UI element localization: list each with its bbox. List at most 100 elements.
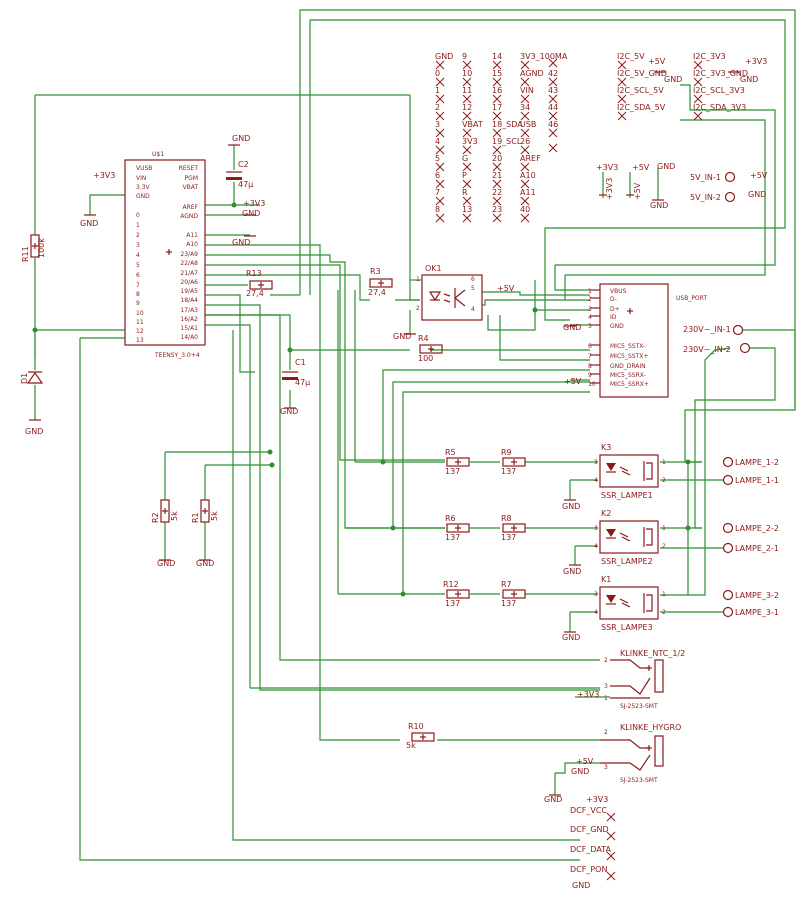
connector-pad <box>722 474 734 486</box>
teensy-right-pins: RESETPGMVBATAREFAGNDA11A1023/A922/A821/A… <box>179 165 199 341</box>
gnd-label: GND <box>242 209 260 218</box>
pad-x-mark <box>435 145 445 155</box>
pad-x-mark <box>520 77 530 87</box>
svg-text:2: 2 <box>604 657 608 664</box>
pad-label: 19_SCL <box>492 137 522 146</box>
teensy-pin-left: 6 <box>136 272 140 279</box>
pad-x-mark <box>462 77 472 87</box>
gnd-label: GND <box>562 502 580 511</box>
pad-x-mark <box>435 128 445 138</box>
power-label: +3V3 <box>93 171 115 180</box>
ssr-value: SSR_LAMPE3 <box>601 623 653 632</box>
pad-x-mark <box>606 831 616 841</box>
horizontal-resistors: R1327,4R327,4R4100R5137R9137R6137R8137R1… <box>246 267 526 750</box>
diode-d1: D1 <box>20 371 44 384</box>
pad-x-mark <box>462 196 472 206</box>
svg-text:D1: D1 <box>20 373 29 384</box>
svg-text:47µ: 47µ <box>238 180 253 189</box>
pad-label: 4 <box>435 137 440 146</box>
svg-text:5: 5 <box>471 285 475 292</box>
i2c-pad-label: I2C_3V3 <box>693 52 726 61</box>
pad-x-mark <box>492 60 502 70</box>
pad-x-mark <box>462 128 472 138</box>
resistor-r11: R11 100k <box>21 234 46 262</box>
pad-x-mark <box>617 60 627 70</box>
resistor-name: R10 <box>408 722 424 731</box>
teensy-pin-right: AREF <box>182 204 198 211</box>
resistor-value: 27,4 <box>368 288 386 297</box>
dcf-pin-label: DCF_GND <box>570 825 609 834</box>
teensy-pin-right: 20/A6 <box>180 279 198 286</box>
teensy-pin-right: 15/A1 <box>180 325 198 332</box>
resistor-name: R7 <box>501 580 512 589</box>
svg-text:C1: C1 <box>295 358 306 367</box>
usb-port: USB_PORT VBUS1D-2D+3ID4GND5MIC5_SSTX-6MI… <box>588 283 707 398</box>
teensy-pin-right: A11 <box>186 232 198 239</box>
connector-label: LAMPE_2-2 <box>735 524 779 533</box>
pad-x-mark <box>606 851 616 861</box>
pad-label: 3V3_100MA <box>520 52 568 61</box>
pad-label: A10 <box>520 171 536 180</box>
gnd-label: GND <box>563 323 581 332</box>
connector-pad <box>722 456 734 468</box>
pad-x-mark <box>435 196 445 206</box>
pad-label: 8 <box>435 205 440 214</box>
connector-label: 230V~_IN-2 <box>683 345 731 354</box>
pad-x-mark <box>462 111 472 121</box>
ssr-name: K2 <box>601 509 611 518</box>
teensy-pin-left: 3.3V <box>136 184 151 191</box>
pad-label: 46 <box>548 120 558 129</box>
ssr-pin-number: 2 <box>662 477 666 484</box>
pad-label: VBAT <box>462 120 483 129</box>
pad-x-mark <box>606 871 616 881</box>
teensy-pin-left: 10 <box>136 310 144 317</box>
pad-label: 43 <box>548 86 558 95</box>
pad-label: AGND <box>520 69 544 78</box>
ssr-pin-number: 4 <box>594 543 598 550</box>
svg-text:R2: R2 <box>151 512 160 523</box>
gnd-label: GND <box>232 134 250 143</box>
pad-x-mark <box>492 77 502 87</box>
teensy-name: U$1 <box>152 151 164 158</box>
pad-x-mark <box>548 77 558 87</box>
teensy-pin-left: VIN <box>136 175 146 182</box>
ssr-pin-number: 3 <box>594 459 598 466</box>
svg-text:C2: C2 <box>238 160 249 169</box>
gnd-label: GND <box>157 559 175 568</box>
teensy-pin-right: RESET <box>179 165 199 172</box>
pad-label: P <box>462 171 467 180</box>
svg-text:3: 3 <box>604 764 608 771</box>
capacitor-c2: C2 47µ <box>226 160 253 189</box>
power-label: +5V <box>497 284 515 293</box>
pad-label: 7 <box>435 188 440 197</box>
pad-label: 40 <box>520 205 530 214</box>
pad-x-mark <box>548 58 558 68</box>
pad-x-mark <box>693 94 703 104</box>
ssr-pin-number: 1 <box>662 525 666 532</box>
usb-pin-number: 9 <box>588 372 592 379</box>
i2c-pad-label: I2C_3V3_GND <box>693 69 748 78</box>
usb-pin-label: GND_DRAIN <box>610 363 646 370</box>
resistor-r1: R1 5k <box>191 499 219 523</box>
usb-pin-label: MIC5_SSRX+ <box>610 381 649 388</box>
gnd-label: GND <box>232 238 250 247</box>
pad-x-mark <box>492 145 502 155</box>
pad-x-mark <box>548 128 558 138</box>
resistor-value: 137 <box>501 533 516 542</box>
resistor-name: R13 <box>246 269 262 278</box>
teensy-pin-left: 4 <box>136 252 140 259</box>
gnd-label: GND <box>572 881 590 890</box>
usb-pin-label: VBUS <box>610 288 627 295</box>
usb-pin-number: 8 <box>588 363 592 370</box>
connector-pad <box>722 589 734 601</box>
svg-text:R1: R1 <box>191 512 200 523</box>
pad-label: 6 <box>435 171 440 180</box>
teensy-pin-right: 14/A0 <box>180 334 198 341</box>
